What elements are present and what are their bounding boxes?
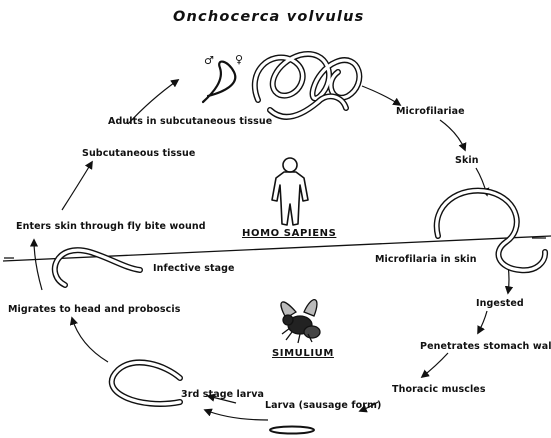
label-subcutaneous: Subcutaneous tissue [82,148,195,159]
label-enters-skin: Enters skin through fly bite wound [16,221,206,232]
label-larva-sausage: Larva (sausage form) [265,400,381,411]
sausage-larva [270,427,314,434]
label-ingested: Ingested [476,298,524,309]
label-adults: Adults in subcutaneous tissue [108,116,272,127]
arrow-enters-to-subcutaneous [62,162,92,210]
third-stage-larva [112,362,180,403]
arrow-adults-to-microfilariae [362,86,400,105]
arrow-larva-to-third-stage [205,410,268,420]
arrow-penetrates-to-thoracic [422,353,448,377]
male-symbol: ♂ [204,54,214,67]
female-symbol: ♀ [235,53,243,66]
arrow-ingested-to-penetrates [478,311,487,333]
adult-worms [203,54,359,117]
host-label-human: HOMO SAPIENS [242,228,336,239]
label-infective: Infective stage [153,263,235,274]
cycle-arrows [34,80,509,420]
label-third-stage: 3rd stage larva [181,389,264,400]
arrow-microfilariae-to-skin [440,120,465,150]
human-figure [272,158,308,225]
arrow-third-stage-to-migrates [72,318,108,362]
host-label-fly: SIMULIUM [272,348,334,359]
label-skin: Skin [455,155,479,166]
arrow-migrates-to-enters-skin [34,240,42,290]
label-thoracic: Thoracic muscles [392,384,486,395]
label-penetrates: Penetrates stomach wall [420,341,551,352]
simulium-fly [281,300,320,343]
label-migrates: Migrates to head and proboscis [8,304,180,315]
label-microfilariae: Microfilariae [396,106,465,117]
diagram-title: Onchocerca volvulus [173,9,364,25]
label-microfilaria-skin: Microfilaria in skin [375,254,477,265]
male-worm [203,62,235,102]
